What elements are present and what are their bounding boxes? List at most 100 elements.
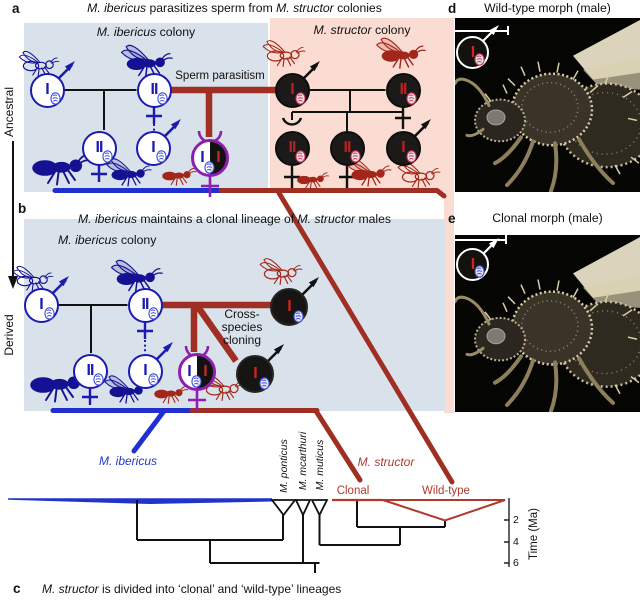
ibericus-colony-label-b: M. ibericus colony xyxy=(58,233,156,247)
title-segment: M. structor xyxy=(276,1,334,15)
ibericus-connector xyxy=(131,408,167,454)
sperm-icon xyxy=(191,375,202,388)
sperm-icon xyxy=(155,149,167,163)
ponticus-clade-triangle xyxy=(270,499,297,517)
sperm-icon xyxy=(294,91,306,105)
sperm-icon xyxy=(294,149,306,163)
pedigree-node: II xyxy=(81,130,117,166)
sperm-icon xyxy=(259,377,270,390)
sperm-icon xyxy=(474,53,485,66)
pedigree-node: I xyxy=(29,72,65,108)
genotype-label: I xyxy=(253,365,258,382)
genotype-label: I xyxy=(200,148,204,166)
sperm-parasitism-label: Sperm parasitism xyxy=(175,70,265,82)
wildtype-tip-label: Wild-type xyxy=(422,485,470,497)
genotype-label: II xyxy=(343,139,352,156)
title-segment: M. structor xyxy=(297,212,356,226)
sperm-icon xyxy=(156,91,168,105)
hybrid-queen-node: I I xyxy=(191,138,229,177)
sperm-icon xyxy=(101,149,113,163)
sperm-icon xyxy=(405,149,417,163)
pedigree-node: II xyxy=(274,130,310,166)
wildtype-clade-triangle xyxy=(382,499,506,522)
panel-a-label: a xyxy=(12,1,20,16)
sperm-icon xyxy=(49,91,61,105)
muticus-tip-label: M. muticus xyxy=(314,439,326,491)
clonal-inset-node: I xyxy=(456,248,489,281)
sperm-icon xyxy=(147,306,159,320)
sperm-icon xyxy=(474,265,485,278)
title-segment: maintains a clonal lineage of xyxy=(136,212,298,226)
genotype-label: I xyxy=(143,362,148,379)
label-segment: M. structor xyxy=(313,23,372,37)
genotype-label: I xyxy=(45,81,50,98)
genotype-label: I xyxy=(203,363,207,380)
scale-bar-tick xyxy=(505,235,507,244)
scale-bar xyxy=(455,30,508,32)
pedigree-node: II xyxy=(72,353,108,389)
ancestral-label: Ancestral xyxy=(2,86,16,138)
genotype-label: I xyxy=(151,139,156,156)
ibericus-clade-triangle xyxy=(8,498,272,504)
pedigree-node: I xyxy=(385,130,421,166)
scale-bar xyxy=(455,239,507,241)
sperm-icon xyxy=(293,310,304,323)
wildtype-inset-node: I xyxy=(456,36,489,69)
caption-segment: is divided into ‘clonal’ and ‘wild-type’… xyxy=(98,582,342,596)
panel-c-caption: M. structor is divided into ‘clonal’ and… xyxy=(42,582,341,596)
label-segment: colony xyxy=(156,25,196,39)
panel-d-title: Wild-type morph (male) xyxy=(484,1,611,15)
panel-e-title: Clonal morph (male) xyxy=(492,211,603,225)
time-tick-4: 4 xyxy=(513,536,519,548)
genotype-label: II xyxy=(288,139,297,156)
genotype-label: I xyxy=(401,139,406,156)
structor-label: M. structor xyxy=(357,455,415,469)
time-tick-6: 6 xyxy=(513,557,519,569)
genotype-label: I xyxy=(39,296,44,313)
panel-b-label: b xyxy=(18,201,27,216)
pedigree-node: I xyxy=(135,130,171,166)
hybrid-queen-node: I I xyxy=(178,353,216,391)
muticus-clade-triangle xyxy=(310,499,329,518)
mcarthuri-tip-label: M. mcarthuri xyxy=(297,431,309,491)
mcarthuri-clade-triangle xyxy=(294,499,312,518)
sperm-icon xyxy=(405,91,417,105)
genotype-label: I xyxy=(216,148,220,166)
genotype-label: II xyxy=(141,296,150,313)
phylogeny xyxy=(8,498,510,573)
genotype-label: II xyxy=(399,81,408,98)
label-segment: colony xyxy=(371,23,411,37)
panel-a-title: M. ibericus parasitizes sperm from M. st… xyxy=(24,1,445,15)
genotype-label: I xyxy=(470,43,476,61)
clonal-tip-label: Clonal xyxy=(336,485,370,497)
title-segment: parasitizes sperm from xyxy=(146,1,277,15)
title-segment: M. ibericus xyxy=(78,212,137,226)
sperm-icon xyxy=(204,160,215,174)
sperm-icon xyxy=(349,149,361,163)
label-segment: M. ibericus xyxy=(58,233,118,247)
sperm-icon xyxy=(147,372,159,386)
ibericus-colony-box-a xyxy=(24,23,268,192)
derived-label: Derived xyxy=(2,314,16,356)
label-segment: colony xyxy=(117,233,157,247)
pedigree-node: II xyxy=(127,287,163,323)
pedigree-node: I xyxy=(23,287,59,323)
caption-segment: M. structor xyxy=(42,582,99,596)
panel-c-label: c xyxy=(13,581,21,596)
cross-species-cloning-label: Cross- species cloning xyxy=(196,308,288,347)
genotype-label: I xyxy=(470,255,476,273)
sperm-icon xyxy=(92,372,104,386)
ponticus-tip-label: M. ponticus xyxy=(278,439,290,493)
title-segment: males xyxy=(355,212,391,226)
pedigree-node: I xyxy=(127,353,163,389)
sperm-icon xyxy=(43,306,55,320)
tree-branches xyxy=(136,500,446,573)
title-segment: M. ibericus xyxy=(87,1,147,15)
title-segment: colonies xyxy=(333,1,382,15)
clonal-male-node: I xyxy=(236,355,274,393)
pedigree-node: II xyxy=(329,130,365,166)
ibericus-tip-label: M. ibericus xyxy=(98,454,158,468)
ancestral-derived-arrow xyxy=(8,141,18,289)
genotype-label: I xyxy=(187,363,191,380)
